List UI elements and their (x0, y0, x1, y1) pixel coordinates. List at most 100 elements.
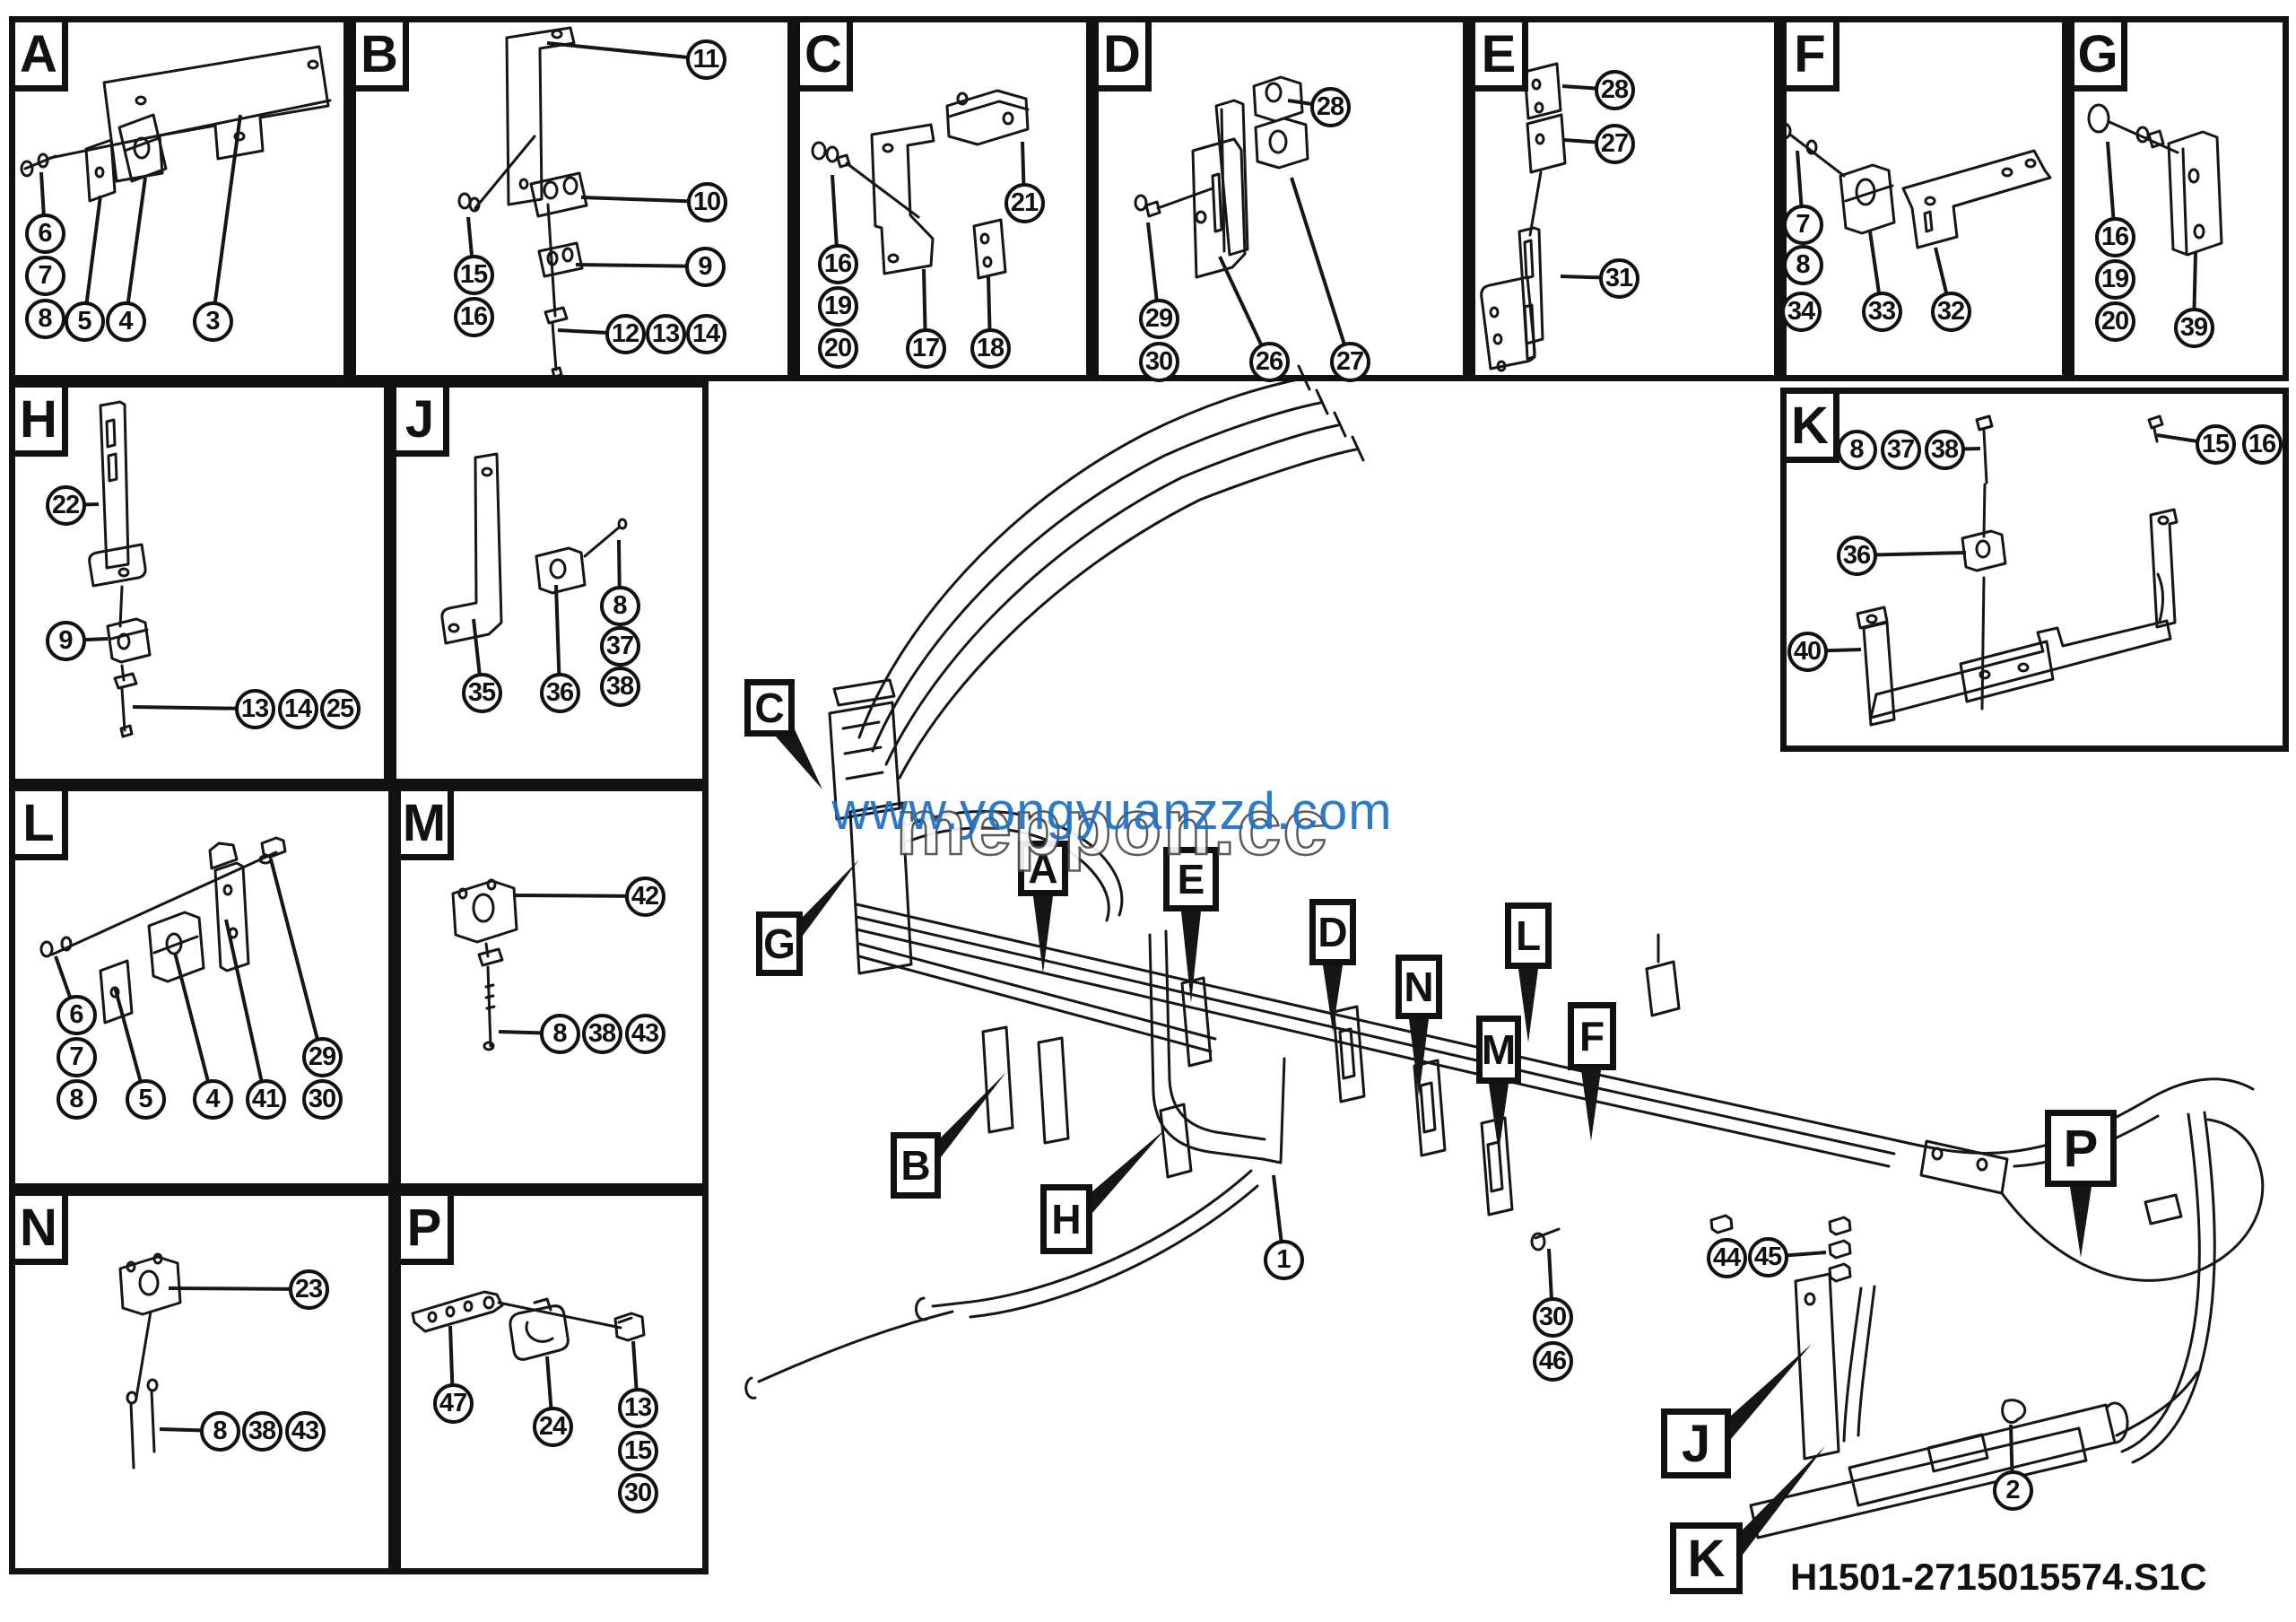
callout-22: 22 (45, 484, 86, 526)
part-sketch (981, 1025, 1014, 1134)
part-sketch (544, 306, 569, 325)
part-sketch (445, 1305, 456, 1318)
part-sketch (551, 321, 558, 371)
part-sketch (882, 143, 894, 153)
part-sketch (2167, 130, 2223, 257)
part-sketch (102, 45, 330, 183)
callout-1: 1 (1263, 1239, 1304, 1280)
part-sketch (1351, 435, 1365, 462)
callout-46: 46 (1532, 1340, 1573, 1382)
part-sketch (982, 256, 993, 268)
panel-label-B: B (350, 16, 409, 92)
callout-38: 38 (241, 1410, 283, 1452)
panel-H (9, 381, 390, 785)
part-sketch (118, 585, 124, 628)
part-sketch (2206, 1118, 2262, 1170)
leader-line (132, 705, 256, 711)
part-sketch (117, 567, 130, 578)
part-sketch (1002, 111, 1014, 126)
part-sketch (1794, 1272, 1840, 1461)
leader-line (124, 177, 147, 322)
callout-30: 30 (617, 1472, 658, 1513)
part-sketch (969, 1184, 1259, 1319)
callout-8: 8 (539, 1013, 580, 1054)
part-sketch (2017, 662, 2030, 673)
part-sketch (1144, 200, 1161, 218)
label-pointer-wedge (1731, 1344, 1812, 1439)
part-sketch (1534, 1227, 1561, 1240)
assembly-label-P: P (2045, 1110, 2117, 1187)
label-pointer-wedge (1181, 911, 1201, 1003)
part-sketch (906, 809, 1124, 917)
label-pointer-wedge (1409, 1019, 1429, 1096)
part-sketch (828, 701, 901, 821)
part-sketch (855, 915, 1896, 1155)
part-sketch (931, 1169, 1253, 1308)
part-sketch (307, 59, 319, 70)
callout-8: 8 (1782, 244, 1823, 285)
callout-7: 7 (56, 1036, 97, 1077)
part-sketch (562, 176, 578, 196)
part-sketch (1134, 194, 1148, 212)
part-sketch (2108, 120, 2179, 154)
part-sketch (855, 903, 1901, 1143)
part-sketch (1828, 1216, 1852, 1236)
callout-30: 30 (301, 1078, 343, 1120)
label-pointer-wedge (1518, 969, 1538, 1042)
part-sketch (617, 518, 628, 530)
part-sketch (2131, 1111, 2216, 1464)
part-sketch (533, 1297, 552, 1312)
part-sketch (118, 1255, 182, 1316)
part-sketch (1254, 117, 1309, 170)
part-sketch (811, 141, 827, 161)
part-sketch (2087, 103, 2110, 134)
part-sketch (1976, 1157, 1988, 1172)
part-sketch (583, 526, 621, 558)
panel-A (9, 16, 350, 381)
assembly-label-G: G (756, 911, 803, 976)
part-sketch (2106, 1401, 2129, 1444)
part-sketch (481, 467, 493, 477)
part-sketch (906, 826, 1110, 922)
part-sketch (1180, 976, 1213, 1068)
part-sketch (222, 884, 233, 896)
callout-28: 28 (1309, 86, 1351, 127)
panel-N (9, 1190, 395, 1574)
part-sketch (120, 664, 126, 682)
part-sketch (2187, 168, 2200, 184)
part-sketch (2144, 1193, 2183, 1225)
part-sketch (133, 136, 151, 160)
part-sketch (1489, 306, 1500, 318)
part-sketch (1975, 539, 1991, 559)
callout-38: 38 (581, 1013, 622, 1054)
assembly-label-N: N (1396, 955, 1442, 1019)
part-sketch (843, 746, 883, 755)
callout-14: 14 (277, 688, 318, 729)
part-sketch (1805, 139, 1818, 155)
part-sketch (448, 623, 460, 633)
part-sketch (1961, 529, 2007, 572)
part-sketch (484, 942, 490, 958)
leader-line (1290, 177, 1352, 362)
part-sketch (543, 180, 559, 200)
part-sketch (518, 178, 529, 190)
part-sketch (757, 1310, 954, 1383)
part-sketch (537, 241, 584, 278)
part-sketch (857, 377, 1304, 739)
label-pointer-wedge (1323, 965, 1343, 1032)
callout-27: 27 (1594, 123, 1635, 164)
panel-label-K: K (1780, 388, 1839, 463)
part-sketch (945, 89, 1030, 146)
part-sketch (84, 138, 117, 203)
panel-M (395, 785, 709, 1190)
callout-32: 32 (1930, 291, 1971, 332)
callout-25: 25 (319, 688, 361, 729)
part-sketch (2120, 1112, 2201, 1453)
leader-line (168, 1286, 309, 1291)
callout-27: 27 (1329, 341, 1370, 382)
assembly-label-B: B (891, 1132, 941, 1199)
panel-label-L: L (9, 785, 68, 860)
part-sketch (152, 935, 199, 955)
part-sketch (486, 878, 497, 891)
